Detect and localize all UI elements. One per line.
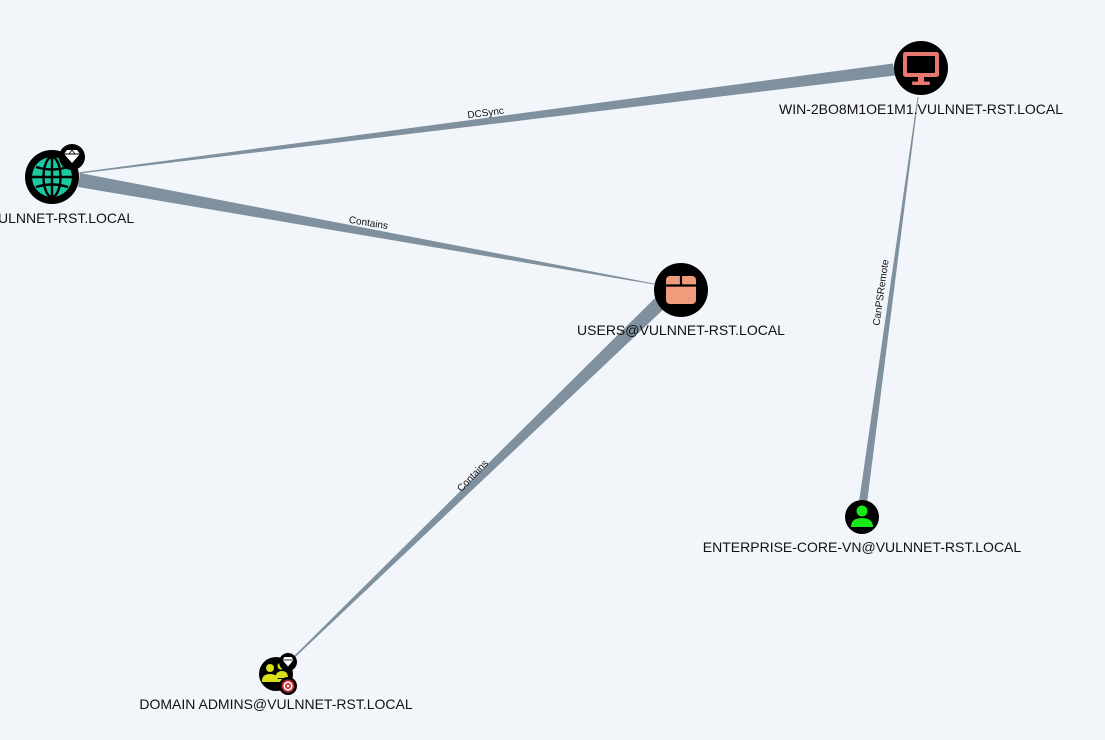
node-user-circle[interactable] <box>845 500 879 534</box>
box-icon <box>666 276 696 304</box>
target-icon <box>279 677 297 695</box>
gem-icon <box>279 653 297 671</box>
edge-dcsync-label: DCSync <box>467 106 505 122</box>
node-computer-label: WIN-2BO8M1OE1M1.VULNNET-RST.LOCAL <box>779 101 1063 117</box>
edge-canpsremote-line[interactable] <box>859 97 919 503</box>
edge-contains-admins[interactable]: Contains <box>287 297 667 664</box>
node-domain-admins-label: DOMAIN ADMINS@VULNNET-RST.LOCAL <box>139 696 412 712</box>
node-user[interactable]: ENTERPRISE-CORE-VN@VULNNET-RST.LOCAL <box>703 500 1022 555</box>
edge-contains-users-line[interactable] <box>78 173 654 285</box>
globe-icon <box>32 155 72 199</box>
node-domain-label: ULNNET-RST.LOCAL <box>0 210 134 226</box>
edge-canpsremote[interactable]: CanPSRemote <box>859 97 919 503</box>
node-domain-admins[interactable]: DOMAIN ADMINS@VULNNET-RST.LOCAL <box>139 653 413 712</box>
monitor-icon <box>903 52 939 85</box>
node-computer[interactable]: WIN-2BO8M1OE1M1.VULNNET-RST.LOCAL <box>779 41 1063 117</box>
node-user-label: ENTERPRISE-CORE-VN@VULNNET-RST.LOCAL <box>703 539 1022 555</box>
edge-contains-admins-line[interactable] <box>287 297 667 664</box>
user-icon <box>851 505 873 527</box>
gem-icon <box>59 144 85 170</box>
edge-dcsync-line[interactable] <box>78 63 895 174</box>
node-users-group-label: USERS@VULNNET-RST.LOCAL <box>577 322 785 338</box>
edge-dcsync[interactable]: DCSync <box>78 63 895 174</box>
node-users-group[interactable]: USERS@VULNNET-RST.LOCAL <box>577 263 785 338</box>
node-domain[interactable]: ULNNET-RST.LOCAL <box>0 144 134 226</box>
edge-contains-users[interactable]: Contains <box>78 173 654 285</box>
